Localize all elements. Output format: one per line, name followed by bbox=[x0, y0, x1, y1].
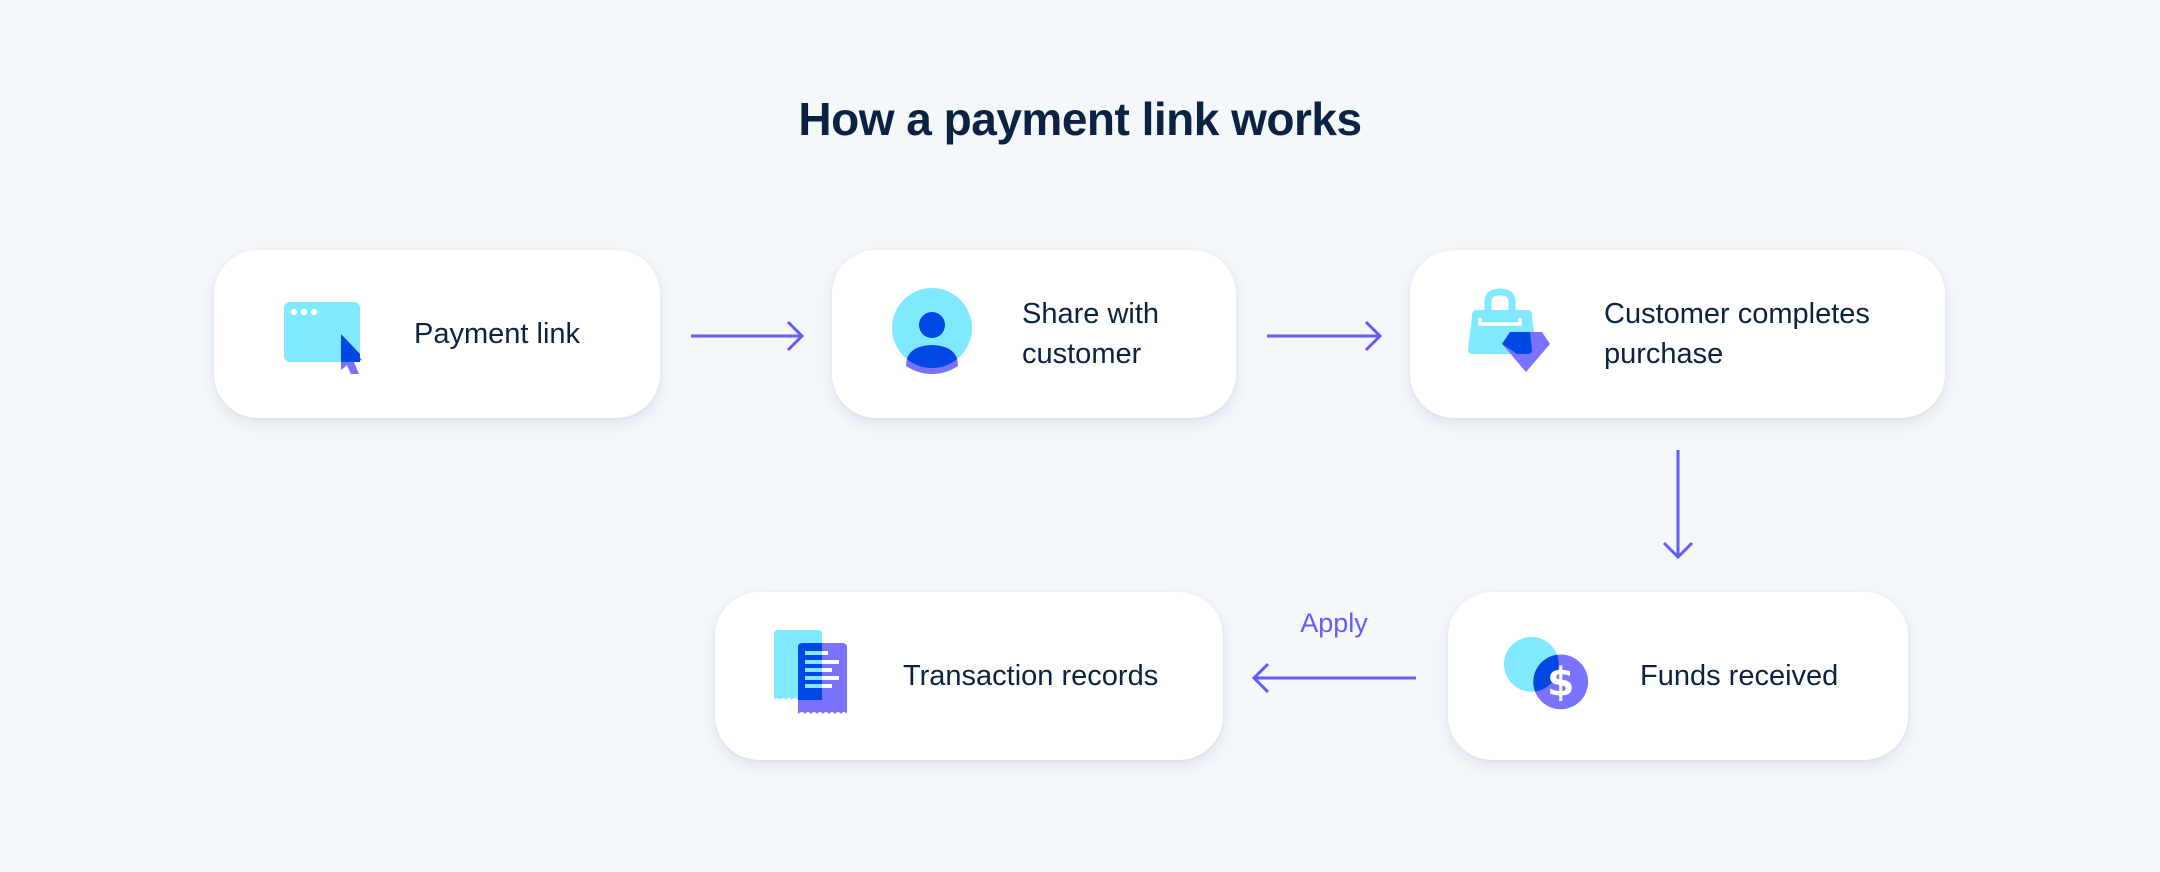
step-card-funds-received: $ Funds received bbox=[1448, 592, 1908, 760]
receipts-icon bbox=[771, 630, 861, 721]
step-label: Share with customer bbox=[1022, 298, 1160, 370]
step-card-share-with-customer: Share with customer bbox=[832, 250, 1236, 418]
coin-dollar-icon: $ bbox=[1502, 631, 1592, 721]
arrow-left-icon bbox=[1251, 662, 1416, 694]
step-label: Payment link bbox=[414, 318, 581, 350]
step-label: Transaction records bbox=[903, 660, 1159, 692]
arrow-right-icon bbox=[1267, 320, 1383, 352]
step-label: Customer completes purchase bbox=[1604, 298, 1870, 370]
connector-label-apply: Apply bbox=[1300, 608, 1368, 638]
arrow-right-icon bbox=[691, 320, 805, 352]
step-card-payment-link: Payment link bbox=[214, 250, 660, 418]
svg-text:$: $ bbox=[1547, 661, 1574, 706]
step-label: Funds received bbox=[1640, 660, 1839, 692]
shopping-bag-gem-icon bbox=[1466, 288, 1556, 379]
browser-cursor-icon bbox=[276, 289, 366, 379]
diagram-title: How a payment link works bbox=[798, 93, 1362, 145]
step-card-customer-completes-purchase: Customer completes purchase bbox=[1410, 250, 1945, 418]
arrow-down-icon bbox=[1662, 450, 1694, 560]
step-card-transaction-records: Transaction records bbox=[715, 592, 1223, 760]
user-avatar-icon bbox=[890, 288, 980, 379]
